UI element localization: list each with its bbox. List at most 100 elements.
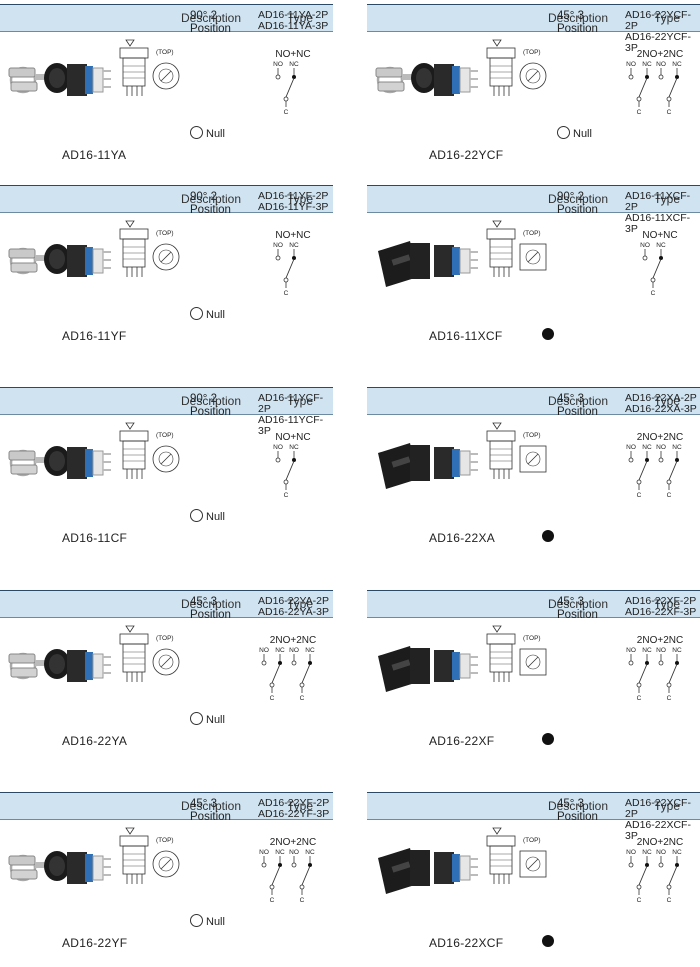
product-photo — [8, 446, 111, 479]
dimension-drawing: (TOP) — [119, 827, 180, 884]
type-code: AD16-22XCF-2P — [625, 797, 691, 820]
nc-label: NC — [656, 242, 666, 249]
circuit-type: NO+NC — [275, 230, 310, 241]
description-line: Position — [190, 609, 231, 621]
description-line: 90° 2 — [190, 10, 217, 22]
c-label: C — [651, 290, 656, 297]
dimension-drawing: (TOP) — [486, 625, 547, 682]
description-line: Position — [557, 811, 598, 823]
type-heading: Type — [654, 11, 681, 25]
no-label: NO — [273, 242, 283, 249]
product-photo — [378, 443, 478, 489]
type-code: AD16-22YF-2P — [258, 797, 330, 809]
c-label: C — [667, 109, 672, 116]
nc-label: NC — [672, 849, 682, 856]
null-label: Null — [206, 511, 225, 523]
null-label: Null — [206, 128, 225, 140]
nc-label: NC — [672, 647, 682, 654]
no-label: NO — [626, 849, 636, 856]
type-code: AD16-11YF-3P — [258, 201, 329, 213]
null-label: Null — [206, 309, 225, 321]
c-label: C — [300, 897, 305, 904]
product-photo — [8, 244, 111, 277]
c-label: C — [270, 695, 275, 702]
nc-label: NC — [275, 647, 285, 654]
top-view-label: (TOP) — [156, 230, 174, 237]
dimension-drawing: (TOP) — [119, 39, 180, 96]
top-view-label: (TOP) — [523, 635, 541, 642]
description-heading: Description — [548, 11, 609, 25]
no-label: NO — [656, 647, 666, 654]
filled-indicator-dot — [542, 530, 554, 542]
dimension-drawing: (TOP) — [486, 39, 547, 96]
model-name: AD16-11XCF — [429, 329, 503, 343]
type-code: AD16-11XCF-2P — [625, 190, 691, 213]
type-code: AD16-11YA-3P — [258, 20, 329, 32]
table-header: Description Type — [367, 185, 700, 213]
description-line: 45° 3 — [557, 10, 584, 22]
type-code: AD16-22XCF-3P — [625, 819, 691, 842]
description-line: 45° 3 — [557, 798, 584, 810]
filled-indicator-dot — [542, 328, 554, 340]
null-label: Null — [573, 128, 592, 140]
top-view-label: (TOP) — [523, 432, 541, 439]
description-heading: Description — [548, 192, 609, 206]
description-line: Position — [557, 406, 598, 418]
product-photo — [8, 649, 111, 682]
circuit-type: NO+NC — [275, 49, 310, 60]
nc-label: NC — [289, 444, 299, 451]
type-heading: Type — [654, 597, 681, 611]
description-line: Position — [190, 204, 231, 216]
c-label: C — [637, 109, 642, 116]
dimension-drawing: (TOP) — [486, 827, 547, 884]
description-line: Position — [557, 609, 598, 621]
description-line: 45° 3 — [557, 393, 584, 405]
type-code: AD16-22XA-2P — [625, 392, 697, 404]
nc-label: NC — [672, 61, 682, 68]
description-line: 90° 2 — [557, 191, 584, 203]
product-photo — [378, 646, 478, 692]
top-view-label: (TOP) — [523, 230, 541, 237]
model-name: AD16-22YF — [62, 936, 128, 950]
top-view-label: (TOP) — [523, 49, 541, 56]
null-indicator: Null — [557, 126, 592, 140]
description-line: 45° 3 — [557, 596, 584, 608]
model-name: AD16-11CF — [62, 531, 128, 545]
circuit-type: 2NO+2NC — [270, 837, 316, 848]
no-label: NO — [640, 242, 650, 249]
no-label: NO — [273, 61, 283, 68]
type-heading: Type — [287, 394, 314, 408]
description-line: 45° 3 — [190, 596, 217, 608]
model-name: AD16-11YF — [62, 329, 127, 343]
no-label: NO — [259, 849, 269, 856]
type-heading: Type — [287, 11, 314, 25]
type-code: AD16-11YF-2P — [258, 190, 329, 202]
type-heading: Type — [654, 192, 681, 206]
null-circle-icon — [190, 712, 203, 725]
circuit-type: 2NO+2NC — [637, 49, 683, 60]
null-circle-icon — [190, 509, 203, 522]
no-label: NO — [289, 849, 299, 856]
